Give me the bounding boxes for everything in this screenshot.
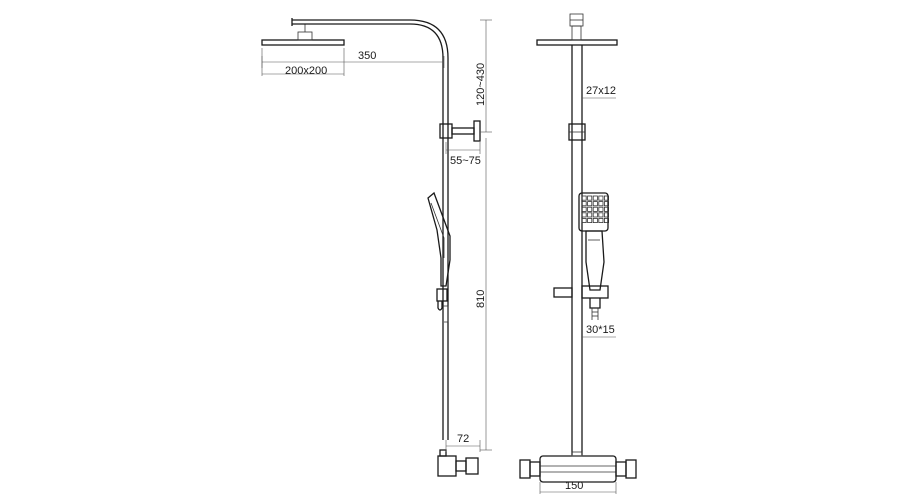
lower-section-label: 30*15 [586,324,615,336]
nozzle [581,201,587,207]
nozzle [581,217,587,223]
dim-mixer-depth: 72 [445,433,481,452]
riser-section-label: 27x12 [586,85,616,97]
dim-riser-adjust: 120~430 [475,19,492,133]
front-riser [571,45,583,455]
dim-lower-section: 30*15 [582,324,616,338]
side-slider-holder [436,288,449,323]
nozzle [592,195,598,201]
side-shower-head [261,24,345,46]
nozzle [592,206,598,212]
arm-length-label: 350 [358,50,376,62]
nozzle [587,195,593,201]
nozzle [592,201,598,207]
nozzle [592,217,598,223]
nozzle [598,195,604,201]
nozzle [604,201,610,207]
nozzle [587,201,593,207]
nozzle [581,206,587,212]
rail-height-label: 810 [475,290,487,308]
side-mixer [437,449,479,477]
front-slider-holder [553,285,609,320]
mixer-width-label: 150 [565,480,583,492]
nozzle [581,212,587,218]
nozzle-grid [581,195,610,223]
mixer-depth-label: 72 [457,433,469,445]
nozzle [598,206,604,212]
dim-rail-height: 810 [475,138,492,451]
nozzle [592,212,598,218]
riser-adjust-label: 120~430 [475,63,487,106]
head-size-label: 200x200 [285,65,327,77]
front-hand-shower [578,192,610,291]
nozzle [604,206,610,212]
side-view: 350 200x200 120~430 55~75 810 [261,18,492,477]
nozzle [598,201,604,207]
nozzle [598,217,604,223]
nozzle [604,195,610,201]
dim-riser-section: 27x12 [582,85,616,99]
nozzle [604,217,610,223]
front-coupling [568,123,586,141]
nozzle [604,212,610,218]
dim-head-size: 200x200 [261,48,345,77]
nozzle [598,212,604,218]
nozzle [581,195,587,201]
front-shower-head [536,13,618,46]
nozzle [587,212,593,218]
side-hand-shower [427,191,451,287]
front-view: 27x12 30*15 150 [519,13,637,494]
side-wall-bracket [439,120,481,142]
nozzle [587,217,593,223]
front-mixer [519,451,637,483]
nozzle [587,206,593,212]
dim-mixer-width: 150 [539,480,617,494]
dim-holder-depth: 55~75 [445,142,481,167]
overhead-arm [291,18,449,440]
holder-depth-label: 55~75 [450,155,481,167]
